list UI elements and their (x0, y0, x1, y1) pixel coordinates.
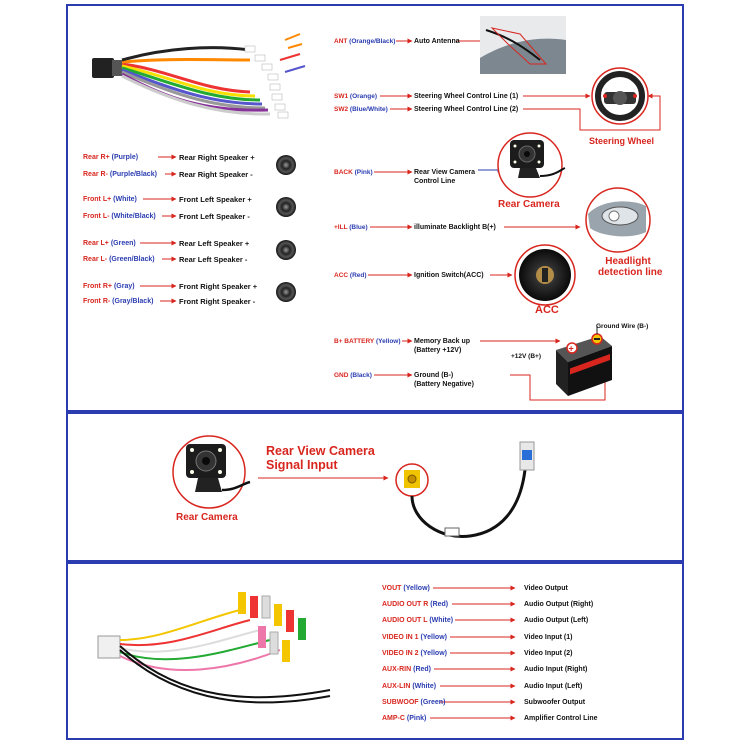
av-item: VOUT (Yellow) (382, 585, 430, 592)
harness-right-desc: Memory Back up(Battery +12V) (414, 338, 471, 354)
harness-right-item: GND (Black) (334, 372, 372, 379)
left-arrows (140, 154, 177, 304)
rear-camera-image-small (497, 132, 566, 198)
harness-right-item: ACC (Red) (334, 272, 367, 279)
harness-left-desc: Rear Left Speaker + (179, 239, 250, 248)
harness-left-desc: Rear Right Speaker - (179, 170, 253, 179)
harness-right-desc: illuminate Backlight B(+) (414, 224, 496, 231)
headlight-image (585, 187, 651, 253)
av-item: SUBWOOF (Green) (382, 699, 446, 706)
av-desc: Audio Input (Right) (524, 666, 588, 673)
antenna-image (480, 16, 566, 74)
rear-camera-caption-large: Rear Camera (176, 512, 238, 523)
battery-plus-label: +12V (B+) (511, 353, 541, 360)
av-arrows (430, 585, 516, 721)
harness-right-item: SW2 (Blue/White) (334, 106, 388, 113)
av-cable-image (97, 592, 331, 704)
rear-camera-panel (66, 412, 684, 562)
harness-right-item: SW1 (Orange) (334, 93, 377, 100)
av-item: AUDIO OUT R (Red) (382, 601, 449, 608)
ground-wire-label: Ground Wire (B-) (596, 323, 649, 330)
svg-text:+: + (569, 344, 574, 354)
harness-right-desc: Auto Antenna (414, 38, 460, 45)
harness-left-desc: Front Left Speaker - (179, 212, 250, 221)
av-item: AUDIO OUT L (White) (382, 617, 454, 624)
harness-left-item: Rear R- (Purple/Black) (83, 171, 157, 178)
av-desc: Video Input (2) (524, 650, 573, 657)
speaker-icons (276, 155, 296, 302)
harness-left-item: Rear L- (Green/Black) (83, 256, 155, 263)
harness-left-item: Front R- (Gray/Black) (83, 298, 154, 305)
av-desc: Video Output (524, 585, 568, 592)
harness-left-desc: Rear Left Speaker - (179, 255, 248, 264)
av-cable-panel (66, 562, 684, 740)
harness-right-desc: Ground (B-)(Battery Negative) (414, 372, 474, 388)
rear-camera-image-large (172, 435, 251, 509)
wiring-harness-panel (66, 4, 684, 412)
harness-right-desc: Ignition Switch(ACC) (414, 272, 484, 279)
steering-wheel-caption: Steering Wheel (589, 136, 655, 146)
steering-wheel-image (591, 67, 649, 125)
av-item: VIDEO IN 1 (Yellow) (382, 634, 447, 641)
acc-ignition-image (514, 244, 576, 306)
harness-left-item: Front R+ (Gray) (83, 283, 135, 290)
harness-left-desc: Rear Right Speaker + (179, 153, 255, 162)
harness-left-desc: Front Right Speaker + (179, 282, 258, 291)
av-desc: Audio Output (Left) (524, 617, 589, 624)
harness-left-desc: Front Left Speaker + (179, 195, 252, 204)
battery-image: + (556, 326, 612, 396)
harness-left-item: Front L- (White/Black) (83, 213, 156, 220)
av-desc: Subwoofer Output (524, 699, 586, 706)
right-arrows (368, 38, 661, 401)
av-desc: Video Input (1) (524, 634, 573, 641)
av-item: AUX-LIN (White) (382, 683, 437, 690)
av-item: AUX-RIN (Red) (382, 666, 432, 673)
harness-right-item: BACK (Pink) (334, 169, 373, 176)
av-desc: Audio Input (Left) (524, 683, 583, 690)
harness-right-item: +ILL (Blue) (334, 224, 368, 231)
av-item: VIDEO IN 2 (Yellow) (382, 650, 447, 657)
rear-camera-caption: Rear Camera (498, 199, 560, 210)
av-desc: Amplifier Control Line (524, 715, 598, 722)
harness-left-desc: Front Right Speaker - (179, 297, 256, 306)
camera-cable-image (395, 441, 535, 538)
rca-plugs (238, 592, 306, 662)
av-item: AMP-C (Pink) (382, 715, 427, 722)
harness-right-item: B+ BATTERY (Yellow) (334, 338, 401, 345)
acc-caption: ACC (535, 304, 559, 316)
harness-left-item: Rear R+ (Purple) (83, 154, 139, 161)
av-desc: Audio Output (Right) (524, 601, 594, 608)
harness-right-desc: Steering Wheel Control Line (1) (414, 93, 519, 100)
harness-right-item: ANT (Orange/Black) (334, 38, 396, 45)
harness-left-item: Front L+ (White) (83, 196, 137, 203)
harness-left-item: Rear L+ (Green) (83, 240, 136, 247)
harness-right-desc: Steering Wheel Control Line (2) (414, 106, 519, 113)
harness-connector-image (92, 33, 306, 119)
